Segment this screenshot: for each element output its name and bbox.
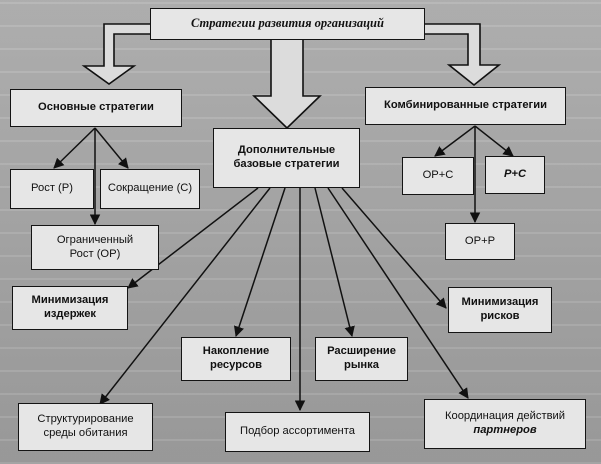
combined-strategies-label: Комбинированные стратегии: [384, 99, 547, 112]
partners-line1: Координация действий: [444, 410, 566, 423]
arrow-basic-to-reduction: [94, 127, 129, 169]
limited-line2: Рост (ОР): [69, 247, 121, 260]
rs-box: Р+С: [485, 156, 545, 194]
arrow-add-to-market: [314, 187, 355, 338]
title-box: Стратегии развития организаций: [150, 8, 425, 40]
orr-box: ОР+Р: [445, 223, 515, 260]
additional-line2: базовые стратегии: [233, 158, 340, 170]
hollow-arrow-center: [252, 38, 322, 130]
market-line2: рынка: [344, 359, 379, 371]
combined-strategies-box: Комбинированные стратегии: [365, 87, 566, 125]
basic-strategies-box: Основные стратегии: [10, 89, 182, 127]
risk-line1: Минимизация: [461, 296, 539, 309]
reduction-label: Сокращение (С): [107, 182, 193, 195]
basic-strategies-label: Основные стратегии: [38, 101, 154, 114]
resource-accumulation-box: Накопление ресурсов: [181, 337, 291, 381]
additional-line1: Дополнительные: [237, 144, 336, 157]
rs-label: Р+С: [503, 168, 527, 181]
arrow-combined-to-rs: [474, 125, 514, 157]
env-line2: среды обитания: [43, 427, 128, 439]
orr-label: ОР+Р: [464, 234, 496, 247]
risk-line2: рисков: [480, 310, 520, 322]
risk-minimization-box: Минимизация рисков: [448, 287, 552, 333]
assortment-label: Подбор ассортимента: [240, 425, 355, 438]
partners-line2: партнеров: [473, 424, 537, 436]
arrow-add-to-risk: [341, 187, 447, 309]
limited-growth-box: Ограниченный Рост (ОР): [31, 225, 159, 270]
env-line1: Структурирование: [37, 413, 134, 426]
accum-line2: ресурсов: [210, 359, 262, 371]
cost-line2: издержек: [43, 308, 97, 320]
arrow-add-to-cost: [127, 187, 259, 289]
partner-coordination-box: Координация действий партнеров: [424, 399, 586, 449]
growth-label: Рост (Р): [31, 182, 73, 195]
additional-strategies-box: Дополнительные базовые стратегии: [213, 128, 360, 188]
arrow-basic-to-growth: [53, 127, 96, 169]
arrow-combined-to-ors: [434, 125, 476, 157]
ors-label: ОР+С: [422, 169, 454, 182]
hollow-arrow-left: [81, 23, 184, 85]
cost-line1: Минимизация: [31, 294, 109, 307]
environment-structuring-box: Структурирование среды обитания: [18, 403, 153, 451]
assortment-selection-box: Подбор ассортимента: [225, 412, 370, 452]
arrow-add-to-partners: [327, 187, 469, 399]
cost-minimization-box: Минимизация издержек: [12, 286, 128, 330]
market-line1: Расширение: [327, 345, 396, 358]
market-expansion-box: Расширение рынка: [315, 337, 408, 381]
reduction-box: Сокращение (С): [100, 169, 200, 209]
title-text: Стратегии развития организаций: [191, 16, 384, 31]
ors-box: ОР+С: [402, 157, 474, 195]
limited-line1: Ограниченный: [56, 233, 134, 246]
arrow-add-to-accum: [233, 187, 286, 337]
growth-box: Рост (Р): [10, 169, 94, 209]
hollow-arrow-right: [403, 23, 502, 87]
accum-line1: Накопление: [202, 345, 270, 358]
arrow-add-to-env: [99, 187, 271, 405]
